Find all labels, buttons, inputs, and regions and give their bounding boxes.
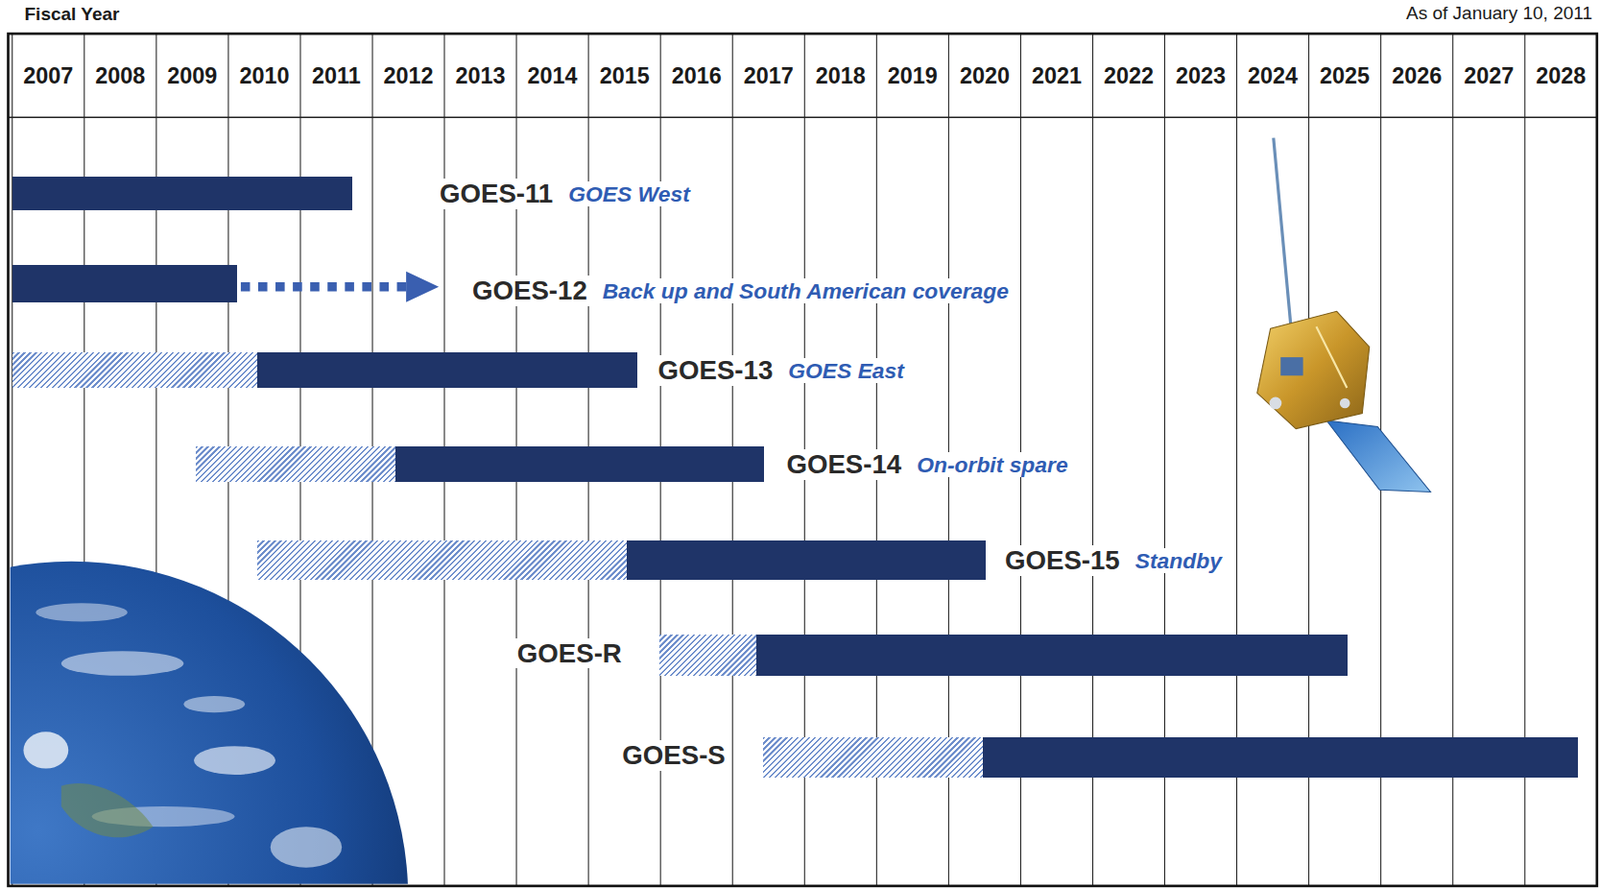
satellite-name: GOES-12 xyxy=(469,275,591,307)
operational-period xyxy=(982,737,1578,779)
year-text: 2016 xyxy=(671,63,722,90)
year-header: 2024 xyxy=(1237,35,1310,117)
satellite-bar: GOES-13GOES East xyxy=(12,352,639,388)
year-header: 2020 xyxy=(948,35,1021,117)
year-header: 2023 xyxy=(1165,35,1238,117)
satellite-role: GOES East xyxy=(785,358,908,383)
year-text: 2015 xyxy=(599,63,650,90)
operational-period xyxy=(12,264,238,302)
year-text: 2023 xyxy=(1175,63,1226,90)
planned-period xyxy=(195,446,396,482)
year-header: 2014 xyxy=(516,35,589,117)
year-header: 2018 xyxy=(804,35,877,117)
year-header: 2015 xyxy=(588,35,661,117)
year-text: 2018 xyxy=(815,63,866,90)
satellite-bar: GOES-R xyxy=(659,634,1349,676)
year-text: 2011 xyxy=(311,63,361,90)
year-text: 2026 xyxy=(1391,63,1442,90)
operational-period xyxy=(756,634,1349,676)
planned-period xyxy=(12,352,258,388)
year-text: 2008 xyxy=(95,63,145,90)
satellite-name: GOES-11 xyxy=(436,178,556,210)
year-header: 2011 xyxy=(300,35,373,117)
planned-period xyxy=(257,540,627,579)
year-header: 2008 xyxy=(84,35,157,117)
year-header: 2022 xyxy=(1092,35,1165,117)
year-header: 2027 xyxy=(1453,35,1526,117)
chart-frame xyxy=(8,33,1598,886)
year-text: 2007 xyxy=(23,63,73,90)
planned-period xyxy=(659,634,757,676)
year-text: 2027 xyxy=(1463,63,1514,90)
satellite-name: GOES-13 xyxy=(655,355,777,386)
year-header: 2019 xyxy=(876,35,949,117)
year-header: 2016 xyxy=(660,35,733,117)
satellite-bar: GOES-S xyxy=(763,737,1577,779)
satellite-name: GOES-S xyxy=(619,740,728,771)
satellite-bar: GOES-12Back up and South American covera… xyxy=(12,264,238,302)
satellite-name: GOES-15 xyxy=(1002,545,1123,576)
year-header: 2013 xyxy=(444,35,517,117)
year-header: 2021 xyxy=(1020,35,1093,117)
earth-image xyxy=(10,561,409,884)
operational-period xyxy=(12,176,353,211)
grid-lines xyxy=(8,33,1598,886)
date-note: As of January 10, 2011 xyxy=(1406,2,1593,24)
year-text: 2028 xyxy=(1535,63,1586,90)
year-text: 2014 xyxy=(527,63,578,90)
satellite-bar: GOES-15Standby xyxy=(257,540,986,579)
year-header: 2010 xyxy=(228,35,301,117)
satellite-name: GOES-14 xyxy=(783,449,905,480)
axis-title: Fiscal Year xyxy=(24,3,120,25)
satellite-image xyxy=(1257,138,1432,493)
year-header: 2017 xyxy=(732,35,805,117)
year-text: 2025 xyxy=(1319,63,1370,90)
satellite-role: Back up and South American coverage xyxy=(599,278,1012,304)
year-header: 2025 xyxy=(1309,35,1382,117)
year-header: 2009 xyxy=(156,35,229,117)
year-text: 2013 xyxy=(455,63,506,90)
planned-period xyxy=(763,737,983,779)
year-text: 2009 xyxy=(167,63,217,90)
year-text: 2020 xyxy=(959,63,1010,90)
satellite-name: GOES-R xyxy=(514,638,625,669)
year-text: 2017 xyxy=(743,63,794,90)
satellite-role: On-orbit spare xyxy=(913,452,1071,478)
year-text: 2022 xyxy=(1103,63,1154,90)
operational-period xyxy=(395,446,765,482)
year-header: 2026 xyxy=(1381,35,1454,117)
year-header: 2012 xyxy=(372,35,445,117)
operational-period xyxy=(257,352,639,388)
year-text: 2012 xyxy=(383,63,434,90)
satellite-role: Standby xyxy=(1132,548,1225,574)
satellite-bar: GOES-11GOES West xyxy=(12,176,353,211)
operational-period xyxy=(626,540,986,579)
year-header: 2028 xyxy=(1525,35,1598,117)
satellite-bar: GOES-14On-orbit spare xyxy=(195,446,765,482)
satellite-role: GOES West xyxy=(565,181,693,207)
year-text: 2010 xyxy=(238,63,289,90)
year-text: 2019 xyxy=(887,63,938,90)
extension-arrow xyxy=(240,271,439,303)
year-text: 2021 xyxy=(1031,63,1082,90)
year-text: 2024 xyxy=(1247,63,1298,90)
year-header: 2007 xyxy=(12,35,85,117)
